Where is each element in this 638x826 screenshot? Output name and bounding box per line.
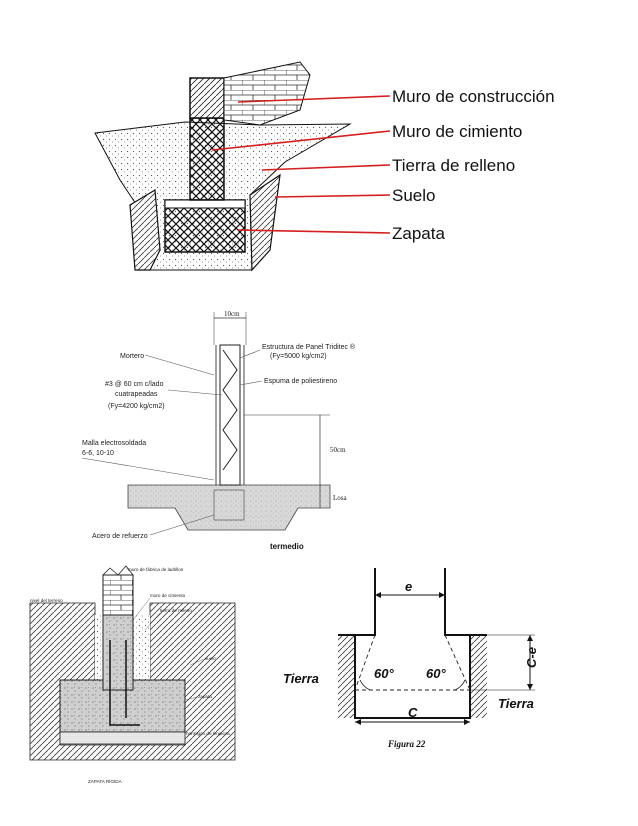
diagram-foundation-section: Muro de construcción Muro de cimiento Ti… [94,61,555,272]
leader-zapata [184,696,198,701]
label-estructura-fy: (Fy=5000 kg/cm2) [270,353,327,360]
label-espuma: Espuma de poliestireno [264,378,337,385]
leader-2 [211,130,391,151]
label-nivel: nivel del terreno [30,598,63,603]
leader-cimiento [132,597,151,621]
pressure-line-right [444,634,471,691]
dim-losa: Losa [333,494,348,502]
leader-4 [274,194,391,198]
foundation-wall [189,117,225,201]
soil-left [129,188,161,271]
label-ce: C-e [524,647,539,668]
leader-acero [149,514,215,536]
label-acero: Acero de refuerzo [92,533,148,540]
brick-wall [223,61,311,126]
footing-outline [354,635,471,719]
label-malla: Malla electrosoldada [82,440,146,447]
angle-left: 60° [374,666,394,681]
angle-arc-right [454,679,466,691]
diagram-footing-geometry: e C C-e 60° 60° Tierra Tierra Figura 22 [283,568,539,749]
panel-truss [222,349,238,471]
label-estructura: Estructura de Panel Triditec ® [262,343,356,351]
diagram-rigid-footing: muro de fábrica de ladrillos nivel del t… [29,565,236,784]
leader-1 [237,95,391,103]
leader-mortero [144,354,215,376]
dim-ce-arrows [527,635,533,690]
label-tierra-relleno: tierra de relleno [160,608,192,613]
dim-50cm: 50cm [330,446,346,454]
label-leaders [211,95,391,234]
label-tierra-right: Tierra [498,696,534,711]
label-muro-fabrica: muro de fábrica de ladrillos [128,567,184,572]
label-zapata: Zapata [392,224,445,243]
panel [219,344,241,486]
footing [164,199,246,253]
label-malla-2: 6-6, 10-10 [82,450,114,457]
label-suelo: Suelo [392,186,435,205]
leader-suelo [189,658,205,666]
label-c: C [408,705,418,720]
leader-espuma [239,380,263,386]
soil-left [338,635,355,718]
label-suelo: suelo [205,656,216,661]
leader-estructura [239,349,261,359]
caption-zapata-rigida: ZAPATA RÍGIDA [88,778,123,784]
dim-10cm: 10cm [224,310,240,318]
slab-and-footing [127,484,331,531]
leader-varilla [167,389,223,396]
angle-arc-left [359,679,371,691]
label-muro-cimiento: muro de cimiento [150,593,186,598]
label-mortero: Mortero [120,353,144,360]
footing-cap [164,199,246,209]
soil-right [470,635,487,718]
diagram-panel-foundation: 10cm 50cm Losa Mortero Estructura de Pan… [81,310,356,551]
label-e: e [405,579,412,594]
label-varilla-fy: (Fy=4200 kg/cm2) [108,403,165,410]
soil-right [249,173,281,272]
label-tierra-left: Tierra [283,671,319,686]
rebar-cage [213,489,245,521]
label-hormigon: hormigón de limpieza [186,731,230,736]
foundation-wall [102,614,134,691]
caption-termedio: termedio [270,542,304,551]
label-varilla-2: cuatrapeadas [115,391,158,398]
leader-5 [237,229,391,234]
break-line [102,565,134,576]
label-tierra-relleno: Tierra de relleno [392,156,515,175]
caption-figura: Figura 22 [387,739,426,749]
leader-tierra [144,612,161,631]
label-varilla: #3 @ 60 cm c/lado [105,381,164,388]
label-muro-construccion: Muro de construcción [392,87,555,106]
leader-malla [81,457,215,481]
lean-concrete [59,731,186,745]
pressure-line-left [354,634,376,691]
label-muro-cimiento: Muro de cimiento [392,122,522,141]
angle-right: 60° [426,666,446,681]
rebar-left [109,640,140,726]
wall-section [189,77,225,119]
brick-wall [102,574,134,616]
leader-3 [261,164,391,171]
label-zapata: zapata [198,694,212,699]
wall-outline [338,568,487,636]
